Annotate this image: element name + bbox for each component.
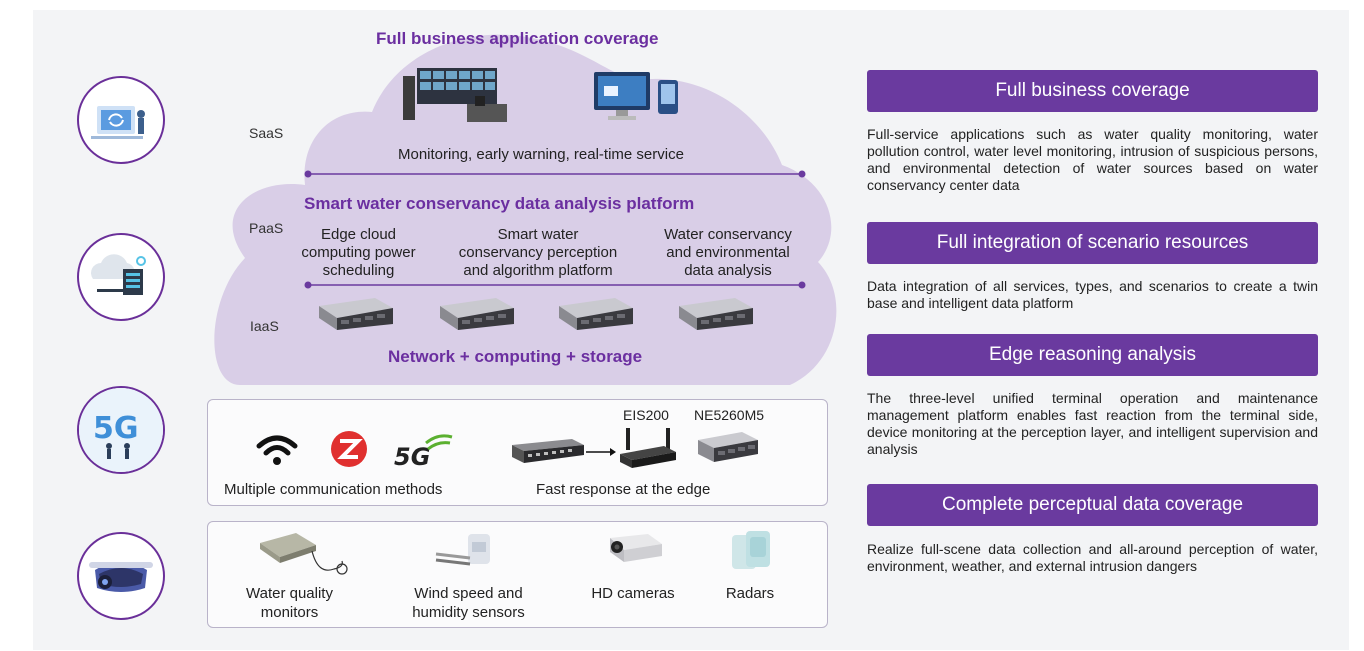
svg-text:5G: 5G [93,411,139,446]
saas-caption: Monitoring, early warning, real-time ser… [398,146,684,163]
ne5260m5-label: NE5260M5 [694,407,765,423]
cloud-app-icon [77,76,165,164]
sensor-radars: Radars [725,585,775,602]
server-rack-icon [698,432,758,462]
water-quality-monitor-icon [260,533,348,575]
banner-scenario-resources: Full integration of scenario resources [867,222,1318,264]
5g-icon: 5G [77,386,165,474]
vr-headset-icon [77,532,165,620]
desc-full-business-coverage: Full-service applications such as water … [867,126,1318,193]
wifi-icon [256,435,298,465]
router-icon [620,428,676,468]
caption-edge: Fast response at the edge [536,481,711,498]
wind-sensor-icon [435,534,490,566]
saas-label: SaaS [249,125,284,141]
zigbee-icon [331,431,367,467]
caption-communication: Multiple communication methods [224,481,443,498]
switch-icon [512,439,584,463]
iaas-title: Network + computing + storage [388,347,643,366]
radar-icon [732,531,770,569]
5g-logo-icon: 5G [394,434,453,469]
desc-scenario-resources: Data integration of all services, types,… [867,278,1318,311]
iaas-label: IaaS [250,318,279,334]
server-icon-2 [440,298,514,330]
arrow-icon [586,448,616,456]
banner-perceptual-coverage: Complete perceptual data coverage [867,484,1318,526]
paas-divider [304,281,806,289]
monitoring-room-icon [403,68,507,122]
desc-perceptual-coverage: Realize full-scene data collection and a… [867,541,1318,574]
terminal-display-icon [594,72,678,120]
banner-edge-reasoning: Edge reasoning analysis [867,334,1318,376]
eis200-label: EIS200 [623,407,669,423]
saas-divider [304,170,806,178]
desc-edge-reasoning: The three-level unified terminal operati… [867,390,1318,457]
svg-text:5G: 5G [394,443,430,469]
cloud-top-title: Full business application coverage [376,29,659,48]
cloud-server-icon [77,233,165,321]
server-icon-1 [319,298,393,330]
hd-camera-icon [610,534,662,562]
paas-label: PaaS [249,220,284,236]
cloud-shape [214,34,837,385]
sensor-hd-cameras: HD cameras [591,585,675,602]
server-icon-4 [679,298,753,330]
banner-full-business-coverage: Full business coverage [867,70,1318,112]
platform-title: Smart water conservancy data analysis pl… [304,194,695,213]
server-icon-3 [559,298,633,330]
sensor-box [207,521,828,628]
